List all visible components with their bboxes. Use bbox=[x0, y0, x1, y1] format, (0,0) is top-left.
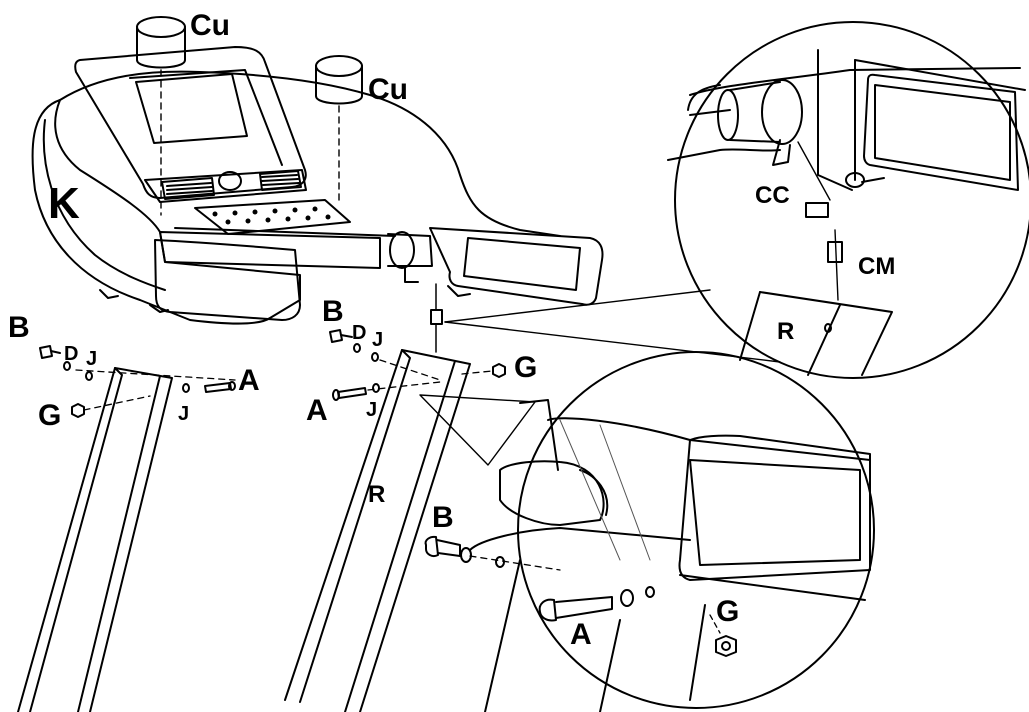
label-main-cable: CM bbox=[858, 253, 895, 280]
label-console-cable: CC bbox=[755, 182, 790, 209]
cup-holder-right bbox=[315, 55, 363, 206]
label-right-washer-j1: J bbox=[372, 329, 383, 351]
label-detail-bolt: B bbox=[432, 501, 454, 534]
label-right-axle: A bbox=[306, 394, 328, 427]
label-left-axle: A bbox=[238, 364, 260, 397]
right-upright bbox=[284, 349, 471, 712]
label-detail-nut: G bbox=[716, 595, 739, 628]
label-cup-holder-1: Cu bbox=[190, 9, 230, 42]
left-hardware bbox=[39, 345, 236, 418]
label-right-washer-j2: J bbox=[366, 399, 377, 421]
detail-circle-bottom bbox=[419, 351, 875, 712]
label-detail-axle: A bbox=[570, 618, 592, 651]
label-right-upright: R bbox=[368, 481, 385, 508]
label-left-nut: G bbox=[38, 399, 61, 432]
label-left-washer-j2: J bbox=[178, 403, 189, 425]
left-upright bbox=[17, 367, 173, 712]
detail-circle-top bbox=[667, 21, 1029, 379]
labels: Cu Cu K B D J G J A B D J G J A R CC CM … bbox=[8, 9, 895, 651]
label-console: K bbox=[48, 179, 80, 228]
label-cup-holder-2: Cu bbox=[368, 73, 408, 106]
label-right-bolt: B bbox=[322, 295, 344, 328]
console-assembly bbox=[31, 16, 604, 325]
cup-holder-left bbox=[136, 16, 186, 216]
label-right-nut: G bbox=[514, 351, 537, 384]
right-hardware bbox=[329, 329, 506, 401]
label-detail-upright: R bbox=[777, 318, 794, 345]
label-left-washer-j1: J bbox=[86, 348, 97, 370]
cable-connector bbox=[430, 283, 781, 363]
label-left-washer-d: D bbox=[64, 343, 78, 365]
label-left-bolt: B bbox=[8, 311, 30, 344]
label-right-washer-d: D bbox=[352, 322, 366, 344]
